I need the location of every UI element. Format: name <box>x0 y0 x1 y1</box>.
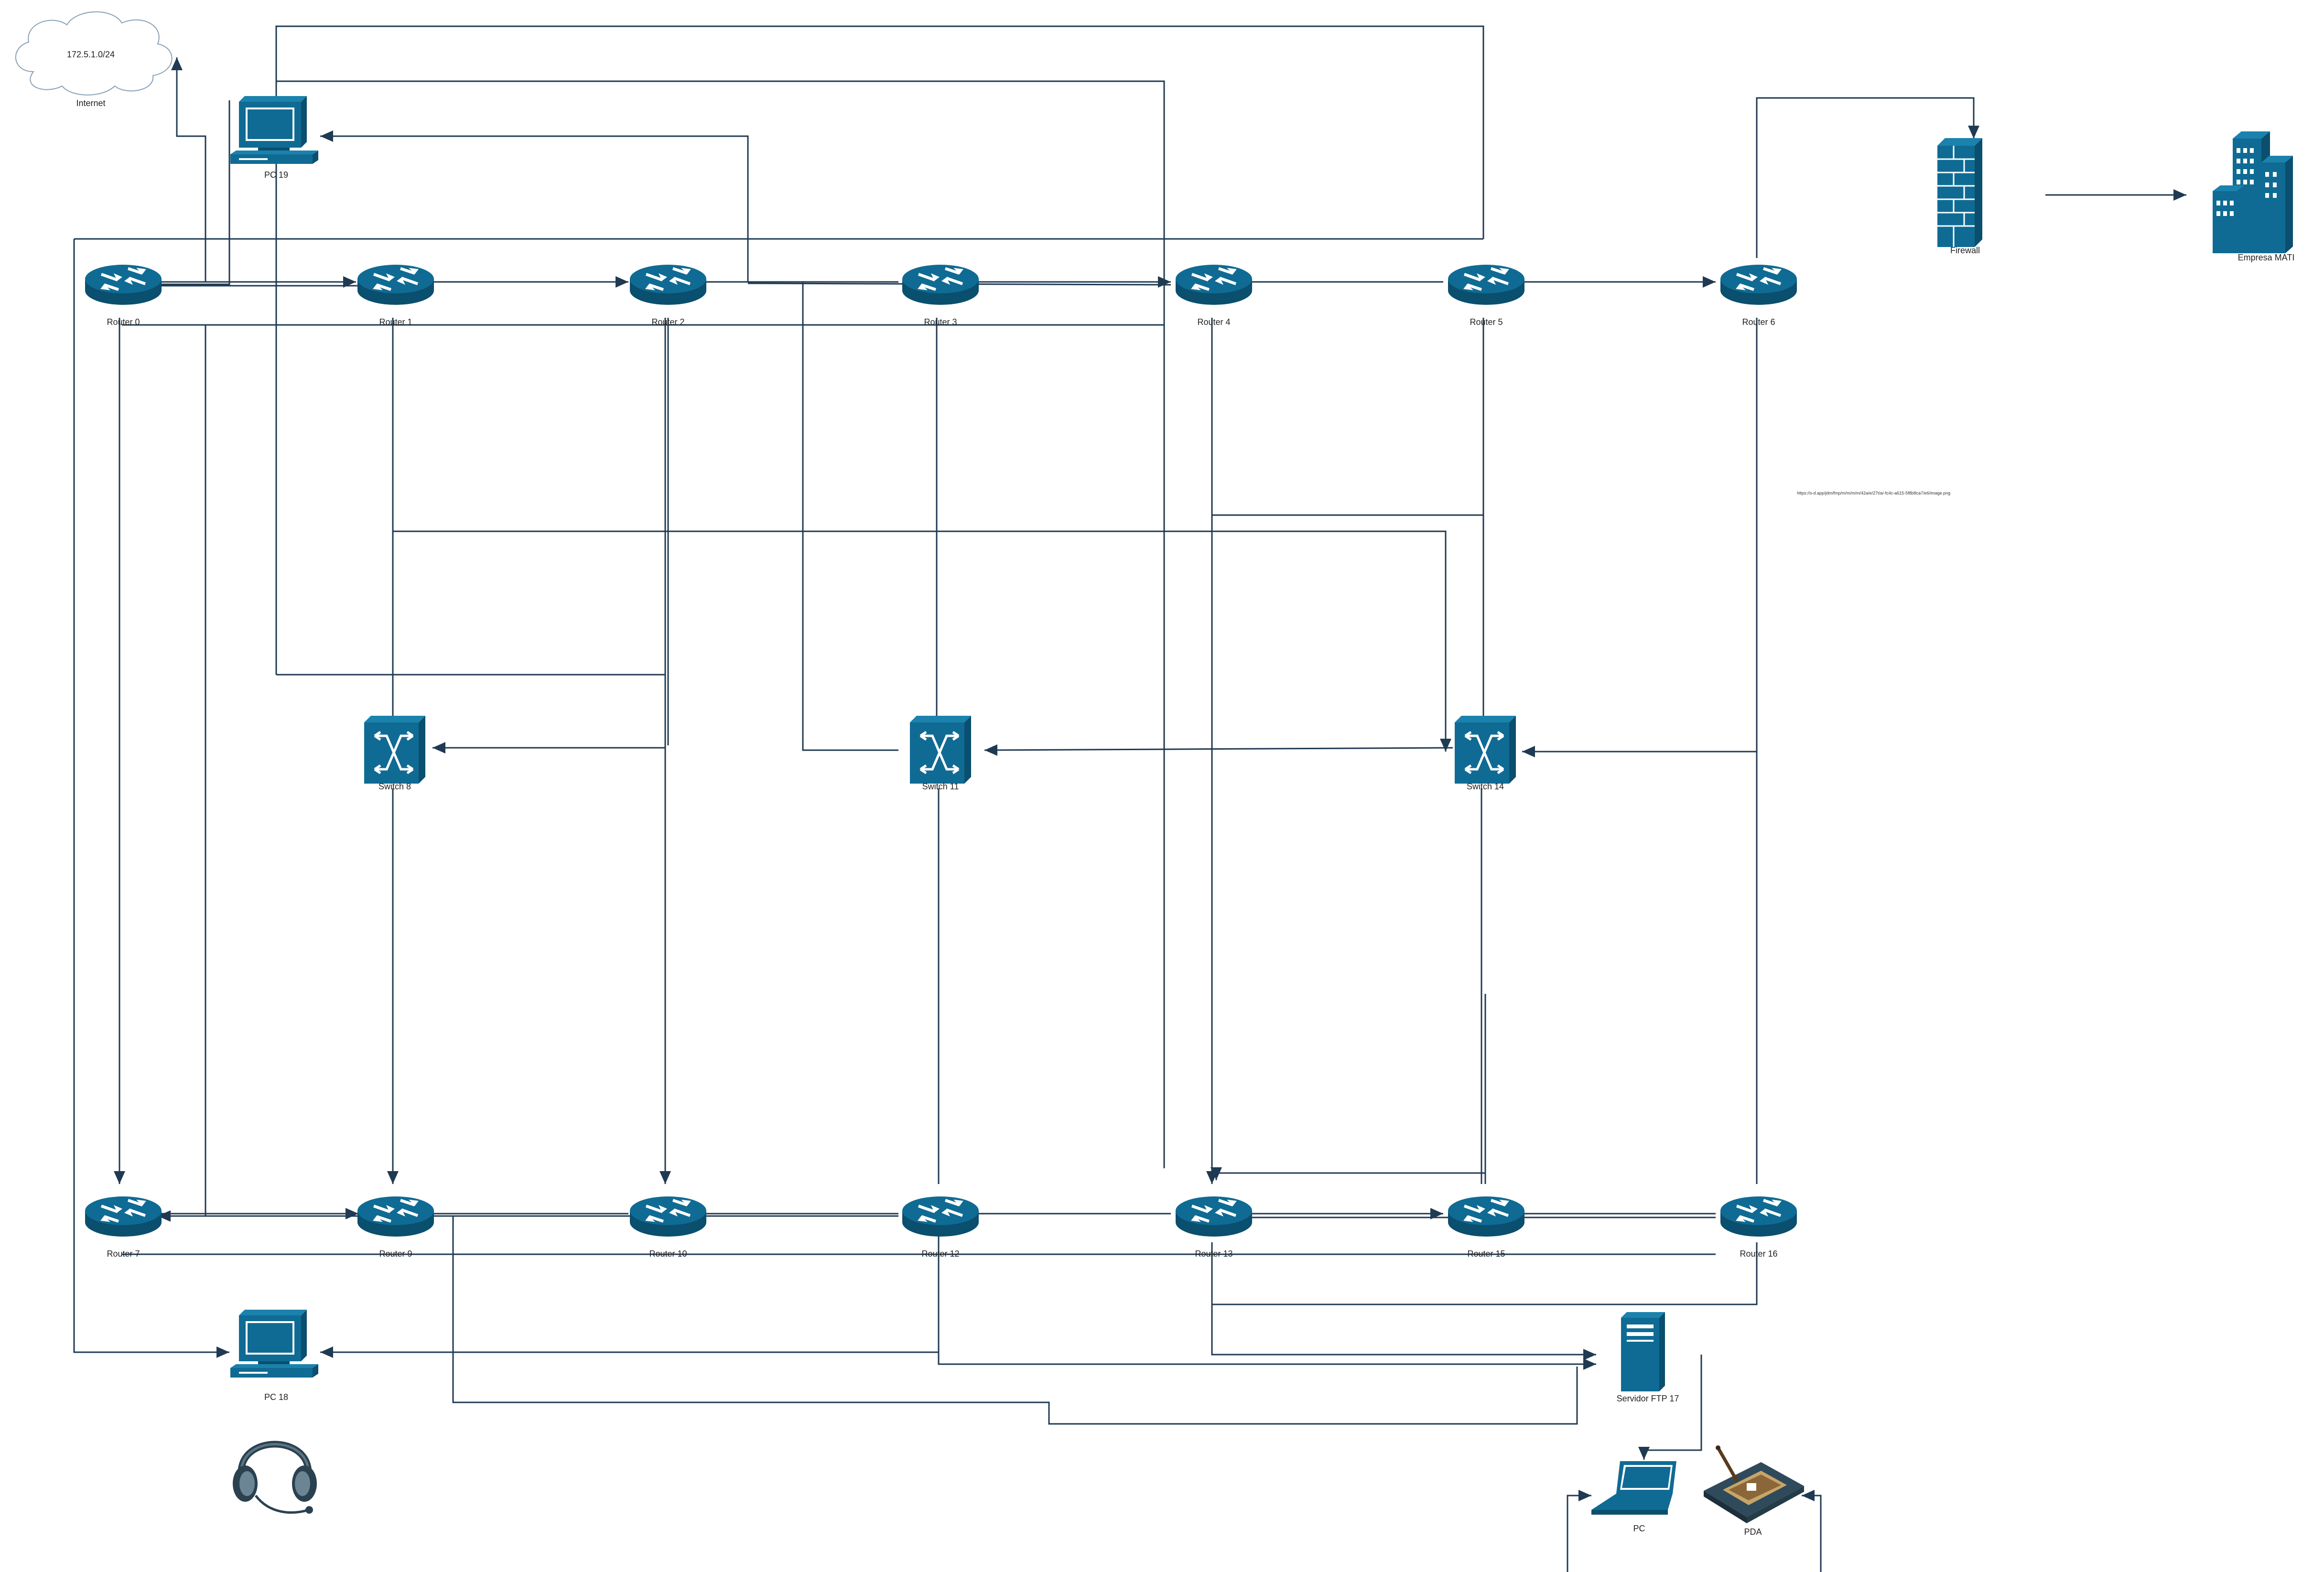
firewall-icon[interactable] <box>1937 138 1982 247</box>
building-icon <box>2213 131 2293 253</box>
pda-icon[interactable] <box>1704 1445 1804 1523</box>
router-label: Router 2 <box>651 317 684 327</box>
router-label: Router 7 <box>107 1249 140 1259</box>
pda-label: PDA <box>1744 1527 1762 1537</box>
pc-18[interactable] <box>230 1310 318 1378</box>
cloud-label: Internet <box>76 98 105 108</box>
router-r16[interactable] <box>1720 1196 1797 1237</box>
switch-label: Switch 8 <box>378 782 411 791</box>
router-r15[interactable] <box>1448 1196 1524 1237</box>
router-r6[interactable] <box>1720 265 1797 305</box>
switch-s8[interactable] <box>364 716 425 784</box>
laptop-label: PC <box>1633 1524 1645 1533</box>
headset-icon <box>233 1441 317 1514</box>
router-label: Router 13 <box>1195 1249 1232 1259</box>
router-r7[interactable] <box>85 1196 162 1237</box>
firewall-label: Firewall <box>1950 246 1980 255</box>
router-label: Router 1 <box>379 317 412 327</box>
router-r9[interactable] <box>357 1196 434 1237</box>
router-label: Router 9 <box>379 1249 412 1259</box>
router-label: Router 5 <box>1470 317 1502 327</box>
router-label: Router 0 <box>107 317 140 327</box>
connection-lines <box>73 25 2186 1572</box>
router-r1[interactable] <box>357 265 434 305</box>
router-label: Router 16 <box>1740 1249 1777 1259</box>
pc-label: PC 18 <box>264 1392 288 1402</box>
router-label: Router 12 <box>921 1249 959 1259</box>
switch-label: Switch 14 <box>1467 782 1504 791</box>
router-r12[interactable] <box>902 1196 979 1237</box>
switch-s11[interactable] <box>910 716 971 784</box>
building-label: Empresa MATI <box>2238 253 2295 262</box>
router-label: Router 3 <box>924 317 957 327</box>
router-label: Router 15 <box>1467 1249 1505 1259</box>
pc-label: PC 19 <box>264 170 288 180</box>
url-text: https://s-d.app/jdm/fmp/m/m/m/m/42a/e/27… <box>1797 491 1950 495</box>
internet-cloud: 172.5.1.0/24 Internet <box>15 11 173 108</box>
router-label: Router 6 <box>1742 317 1775 327</box>
switch-label: Switch 11 <box>922 782 959 791</box>
switch-s14[interactable] <box>1455 716 1516 784</box>
router-r13[interactable] <box>1176 1196 1252 1237</box>
server-icon[interactable] <box>1621 1312 1665 1391</box>
server-label: Servidor FTP 17 <box>1617 1394 1679 1403</box>
router-r3[interactable] <box>902 265 979 305</box>
router-r5[interactable] <box>1448 265 1524 305</box>
router-label: Router 4 <box>1197 317 1230 327</box>
router-r0[interactable] <box>85 265 162 305</box>
cloud-subnet-label: 172.5.1.0/24 <box>67 50 115 59</box>
router-r4[interactable] <box>1176 265 1252 305</box>
router-r2[interactable] <box>630 265 706 305</box>
pc-19[interactable] <box>230 96 318 164</box>
router-r10[interactable] <box>630 1196 706 1237</box>
laptop-icon[interactable] <box>1591 1461 1676 1515</box>
router-label: Router 10 <box>649 1249 687 1259</box>
